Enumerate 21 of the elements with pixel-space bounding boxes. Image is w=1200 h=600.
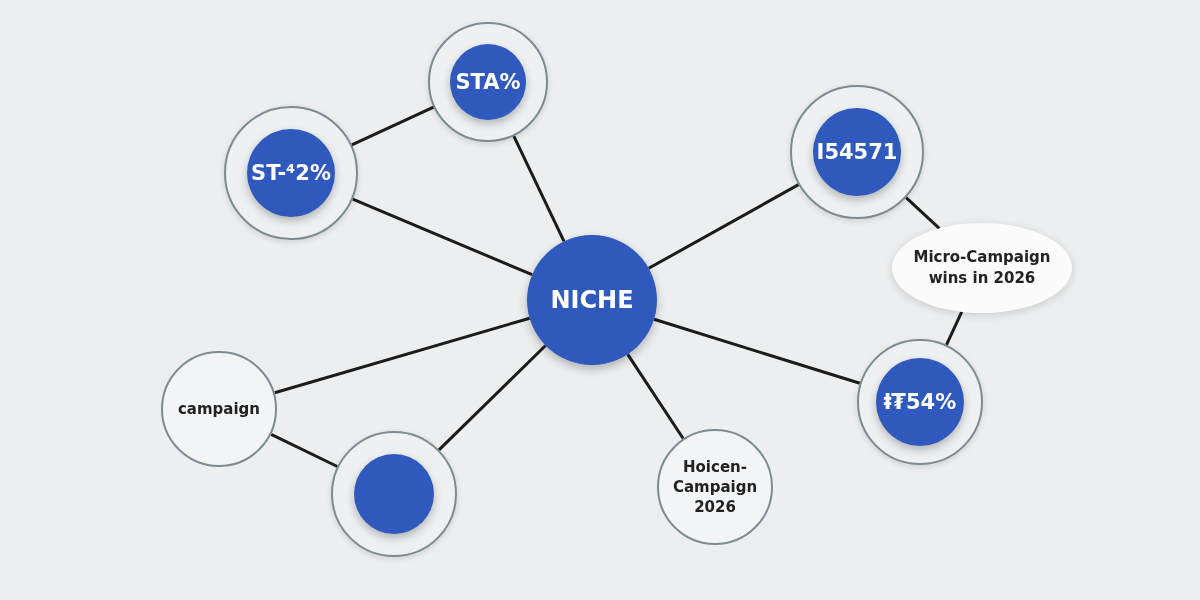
connector-line	[905, 196, 941, 230]
topic-circle: campaign	[161, 351, 277, 467]
topic-circle: Hoicen-Campaign 2026	[657, 429, 773, 545]
connector-line	[653, 317, 861, 385]
ring-circle	[790, 85, 924, 219]
metric-circle: ⱡ₮54%	[876, 358, 964, 446]
connector-line	[274, 316, 531, 395]
metric-circle: I54571	[813, 108, 901, 196]
connector-line	[352, 197, 533, 277]
connector-line	[437, 344, 547, 451]
ring-circle	[331, 431, 457, 557]
connector-line	[648, 183, 800, 270]
metric-circle: ST-⁴2%	[247, 129, 335, 217]
connector-line	[512, 135, 566, 242]
connector-line	[626, 353, 685, 440]
connector-line	[945, 311, 964, 346]
metric-circle: STA%	[450, 44, 526, 120]
callout-ellipse: Micro-Campaign wins in 2026	[892, 223, 1072, 313]
connector-line	[351, 105, 435, 147]
connector-line	[270, 433, 338, 468]
hub-circle: NICHE	[527, 235, 657, 365]
